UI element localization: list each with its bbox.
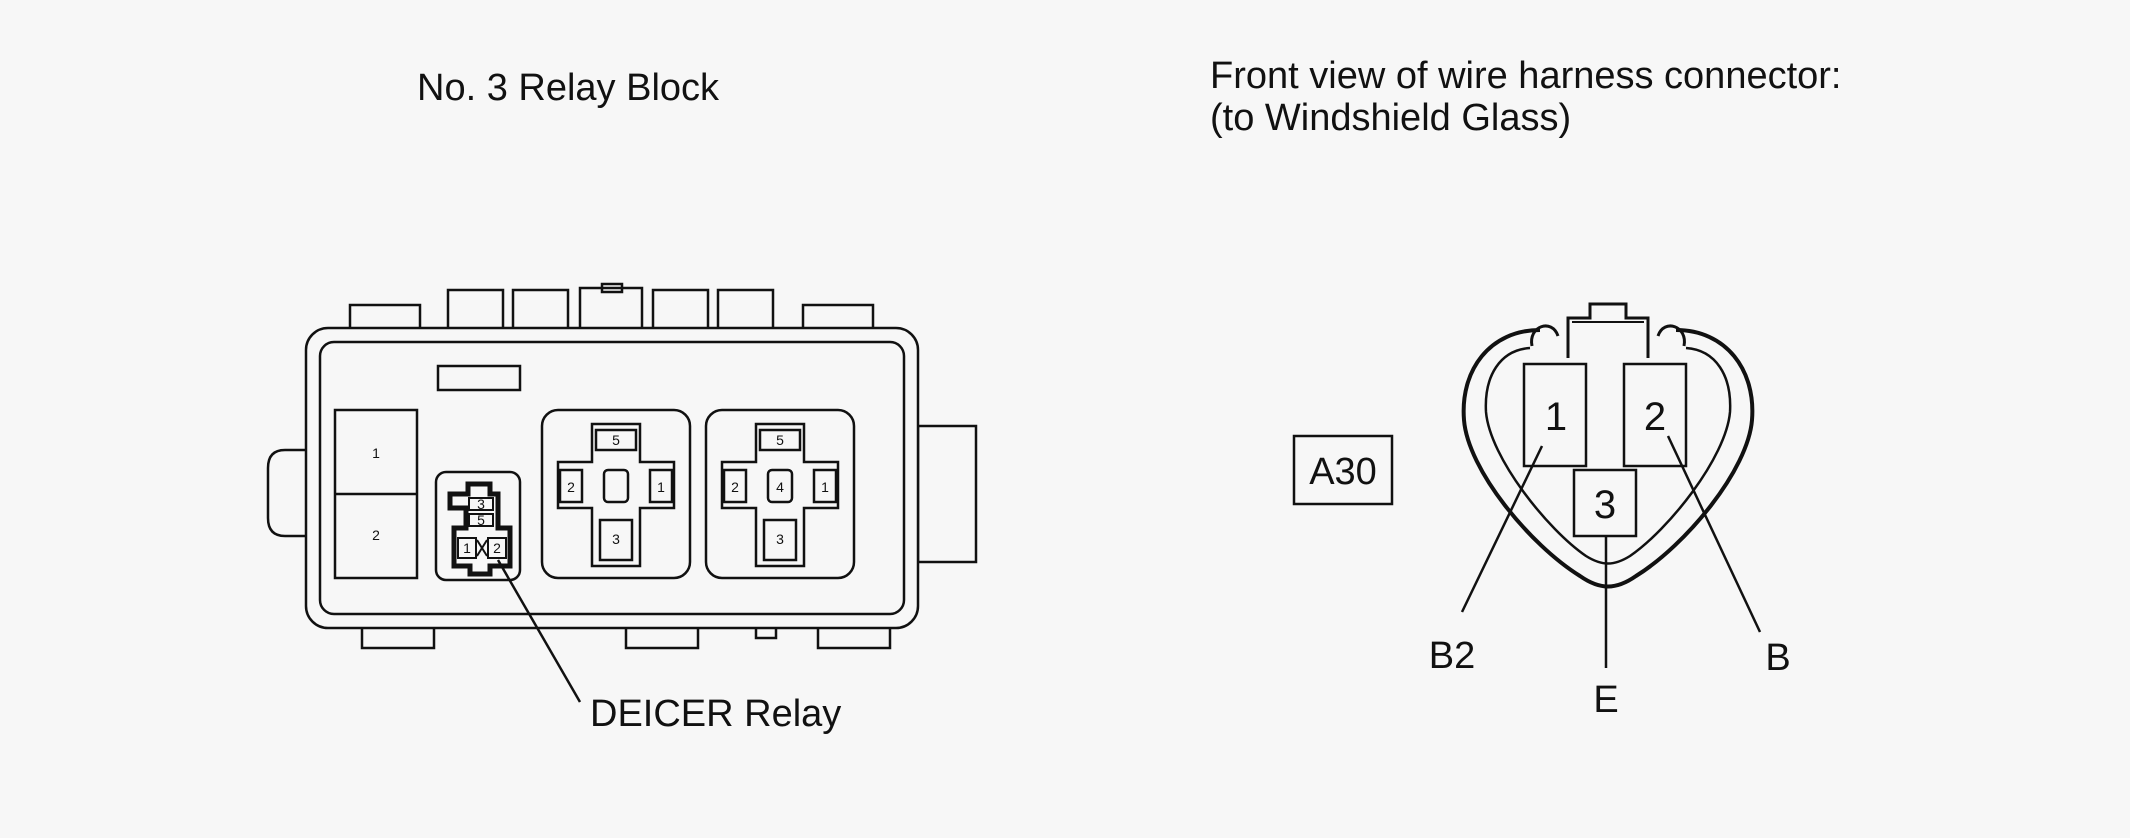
connector-pin-2: 2	[1644, 395, 1666, 439]
connector-lock	[1566, 302, 1650, 358]
deicer-pin-2: 2	[493, 540, 501, 556]
relay-block-top-tab	[651, 288, 710, 332]
wire-label-b2: B2	[1429, 635, 1475, 677]
relay-block-top-tab	[716, 288, 775, 332]
deicer-relay-socket	[434, 470, 522, 582]
socket-b-frame	[704, 408, 856, 580]
socket-a-pin-5: 5	[612, 432, 620, 448]
relay-block-left-tab	[266, 448, 306, 538]
relay-block-bottom-tab	[360, 624, 436, 650]
socket-b-cross	[720, 422, 840, 568]
relay-block-center-nub	[600, 282, 624, 294]
relay-block-bottom-tab	[624, 624, 700, 650]
socket-a-pin-box-1	[648, 468, 674, 504]
relay-block-top-tab	[446, 288, 505, 332]
socket-a-pin-box-2	[558, 468, 584, 504]
relay-block-outer-body	[304, 326, 920, 630]
deicer-cross-line	[476, 539, 488, 557]
socket-a-cross	[556, 422, 676, 568]
pin1-leader	[1460, 445, 1544, 613]
deicer-pin-box-5	[468, 513, 494, 527]
connector-outer-shell	[1461, 328, 1755, 589]
relay-block-bottom-tab	[816, 624, 892, 650]
relay-block-right-tab	[916, 424, 978, 564]
socket-b-pin-box-3	[762, 518, 798, 562]
socket-b-pin-4: 4	[776, 479, 784, 495]
harness-title-line2: (to Windshield Glass)	[1210, 97, 1571, 139]
relay-socket-a	[540, 408, 692, 580]
socket-b-pin-5: 5	[776, 432, 784, 448]
socket-b-pin-1: 1	[821, 479, 829, 495]
wire-label-b: B	[1765, 637, 1790, 679]
socket-b-pin-3: 3	[776, 531, 784, 547]
socket-b-pin-2: 2	[731, 479, 739, 495]
deicer-pin-1: 1	[463, 540, 471, 556]
fuse-pin-1: 1	[372, 445, 380, 461]
relay-socket-b	[704, 408, 856, 580]
socket-b-pin-box-4	[766, 468, 794, 504]
deicer-pin-box-3	[468, 497, 494, 511]
harness-title-line1: Front view of wire harness connector:	[1210, 55, 1842, 97]
relay-block-title: No. 3 Relay Block	[417, 67, 720, 109]
relay-block-top-tab	[348, 303, 422, 331]
deicer-pin-box-2	[487, 537, 507, 559]
connector-right-ear	[1656, 324, 1686, 347]
socket-a-pin-2: 2	[567, 479, 575, 495]
relay-block-inner-body	[318, 340, 906, 616]
connector-pin-1: 1	[1545, 395, 1567, 439]
deicer-pin-3: 3	[477, 496, 485, 512]
deicer-relay-label: DEICER Relay	[590, 693, 841, 735]
relay-block-slot	[436, 364, 522, 392]
pin-cavity-2	[1622, 362, 1688, 468]
connector-code: A30	[1309, 451, 1377, 493]
pin2-leader	[1666, 435, 1762, 633]
deicer-socket-frame	[434, 470, 522, 582]
socket-a-pin-box-3	[598, 518, 634, 562]
deicer-socket-outline	[447, 481, 513, 577]
connector-code-box	[1292, 434, 1394, 506]
socket-b-pin-box-2	[722, 468, 748, 504]
relay-block-top-tab	[801, 303, 875, 331]
socket-a-pin-box-5	[594, 428, 638, 452]
socket-a-frame	[540, 408, 692, 580]
connector-inner-shell	[1484, 346, 1732, 565]
socket-b-pin-box-5	[758, 428, 802, 452]
connector-pin-3: 3	[1594, 483, 1616, 527]
deicer-relay-leader	[496, 559, 582, 703]
socket-a-pin-1: 1	[657, 479, 665, 495]
connector-left-ear	[1530, 324, 1560, 347]
socket-a-pin-3: 3	[612, 531, 620, 547]
socket-a-center-box	[602, 468, 630, 504]
socket-b-pin-box-1	[812, 468, 838, 504]
relay-block	[266, 282, 978, 650]
deicer-pin-5: 5	[477, 512, 485, 528]
relay-block-top-tab	[511, 288, 570, 332]
wire-label-e: E	[1593, 679, 1618, 721]
deicer-pin-box-1	[457, 537, 477, 559]
pin-cavity-1	[1522, 362, 1588, 468]
harness-connector	[1460, 302, 1762, 668]
fuse-pin-2: 2	[372, 527, 380, 543]
